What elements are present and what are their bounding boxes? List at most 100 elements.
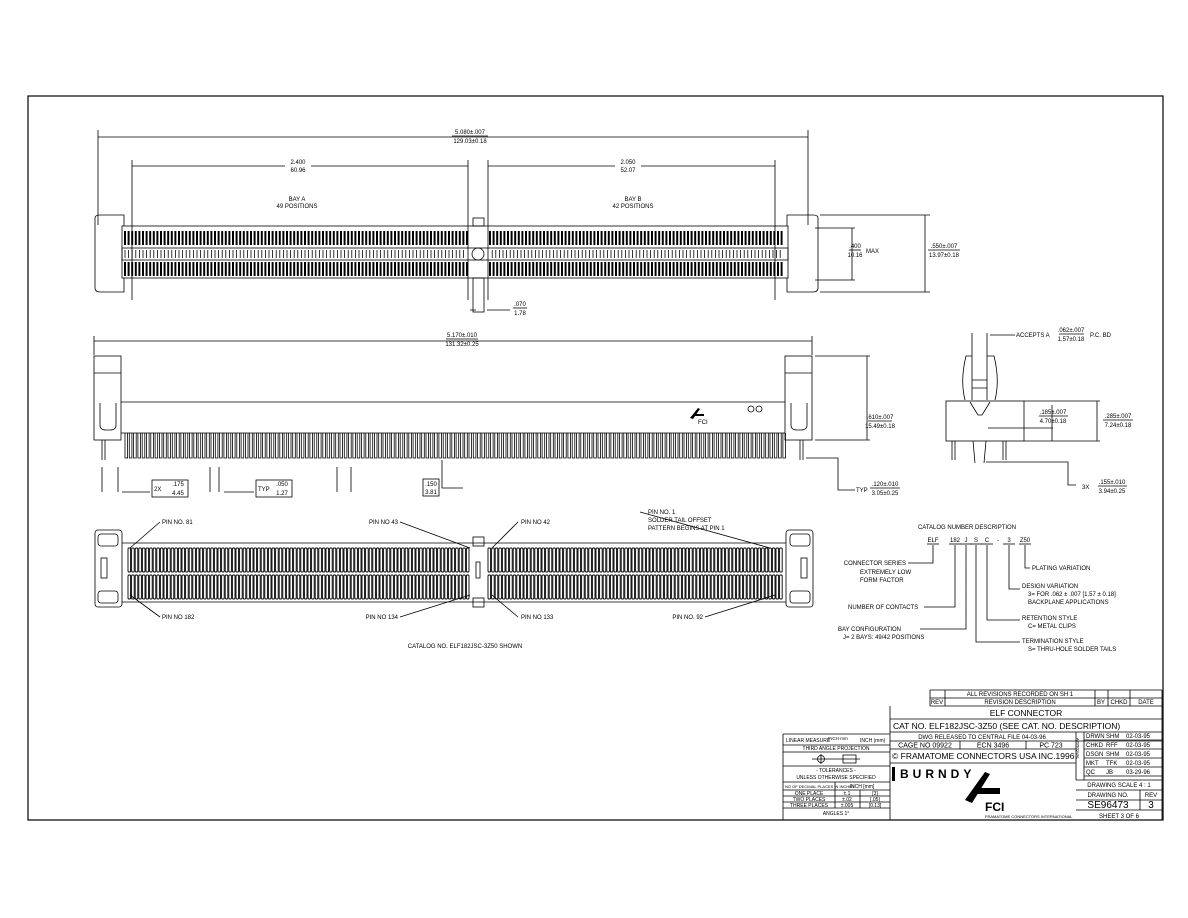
side-view: 5.170±.010 131.32±0.25 FCI .610±.007 15.… <box>93 333 900 498</box>
contact <box>354 231 357 245</box>
revision-number: 3 <box>1148 800 1154 811</box>
svg-text:CATALOG NUMBER DESCRIPTION: CATALOG NUMBER DESCRIPTION <box>918 525 1016 531</box>
contact <box>575 231 578 245</box>
svg-text:3.94±0.25: 3.94±0.25 <box>1099 489 1126 495</box>
contact-pad <box>249 547 254 573</box>
contact-pad <box>289 574 294 600</box>
solder-tail <box>589 433 593 459</box>
contact <box>665 231 668 245</box>
svg-text:.050: .050 <box>276 482 288 488</box>
contact-pad <box>361 574 366 600</box>
svg-text:.150: .150 <box>425 482 437 488</box>
solder-tail <box>141 433 146 459</box>
contact-pad <box>217 574 222 600</box>
contact-pad <box>728 574 733 600</box>
contact-pad <box>570 547 574 573</box>
contact-pad <box>649 574 654 600</box>
svg-text:DATE: DATE <box>1138 700 1154 706</box>
contact-pad <box>638 574 643 600</box>
contact <box>167 231 170 245</box>
solder-tail <box>468 433 472 459</box>
solder-tail <box>159 433 163 459</box>
contact-pad <box>271 547 276 573</box>
contact-pad <box>775 547 780 573</box>
contact <box>329 262 332 276</box>
contact-pad <box>343 547 348 573</box>
contact <box>679 262 682 276</box>
dim-pitch-box <box>255 479 293 498</box>
contact-pad <box>555 547 560 573</box>
contact-pad <box>653 574 657 600</box>
dim-key-mm: 1.78 <box>514 311 526 317</box>
contact <box>134 231 137 245</box>
svg-text:DRAWING SCALE 4 : 1: DRAWING SCALE 4 : 1 <box>1087 783 1151 789</box>
solder-tail <box>705 433 709 459</box>
contact <box>286 262 288 276</box>
contact-pad <box>527 574 531 600</box>
contact-pad <box>188 574 193 600</box>
contact <box>622 262 625 276</box>
contact <box>224 262 227 276</box>
solder-tail <box>417 433 421 459</box>
contact <box>257 262 260 276</box>
contact <box>138 262 141 276</box>
contact-pad <box>559 547 564 573</box>
solder-tail <box>447 433 451 459</box>
contact-pad <box>127 574 132 600</box>
contact <box>379 231 382 245</box>
contact <box>278 262 281 276</box>
solder-tail <box>154 433 159 459</box>
contact-pad <box>656 574 661 600</box>
contact-pad <box>674 547 679 573</box>
solder-tail <box>180 433 184 459</box>
solder-tail <box>442 433 447 459</box>
contact <box>773 231 776 245</box>
contact <box>712 231 715 245</box>
contact-pad <box>401 574 405 600</box>
solder-tail <box>356 433 361 459</box>
contact <box>318 231 321 245</box>
solder-tail <box>657 433 662 459</box>
dim-bay-a-in: 2.400 <box>290 160 306 166</box>
contact <box>408 231 411 245</box>
svg-text:PC 723: PC 723 <box>1039 743 1062 750</box>
contact <box>188 262 191 276</box>
contact <box>304 262 306 276</box>
contact-pad <box>631 547 636 573</box>
contact-pad <box>336 574 340 600</box>
solder-tail <box>214 433 219 459</box>
contact-pad <box>491 547 495 573</box>
pin-43-label: PIN NO 43 <box>369 520 399 526</box>
solder-tail <box>507 433 511 459</box>
contact <box>448 231 450 245</box>
svg-text:REVISION DESCRIPTION: REVISION DESCRIPTION <box>984 700 1055 706</box>
svg-text:CHKD: CHKD <box>1110 700 1128 706</box>
contact-pad <box>422 574 427 600</box>
contact <box>539 231 542 245</box>
solder-tail <box>223 433 227 459</box>
contact-pad <box>239 547 243 573</box>
svg-text:NO OF DECIMAL PLACES IN INCHES: NO OF DECIMAL PLACES IN INCHES <box>785 784 855 789</box>
contact <box>426 262 429 276</box>
contact <box>539 262 542 276</box>
contact <box>347 262 350 276</box>
contact <box>669 231 671 245</box>
contact-pad <box>753 574 758 600</box>
contact <box>611 262 614 276</box>
contact <box>571 231 574 245</box>
contact <box>514 231 517 245</box>
contact <box>462 231 465 245</box>
tolerance-label: THREE PLACES <box>790 803 829 809</box>
contact <box>268 231 270 245</box>
contact-pad <box>660 547 664 573</box>
solder-tail <box>503 433 507 459</box>
contact <box>376 231 378 245</box>
contact-pad <box>692 574 697 600</box>
contact <box>253 231 256 245</box>
contact <box>293 231 296 245</box>
contact <box>550 262 553 276</box>
contact <box>654 262 657 276</box>
solder-tail <box>490 433 494 459</box>
contact <box>289 231 292 245</box>
